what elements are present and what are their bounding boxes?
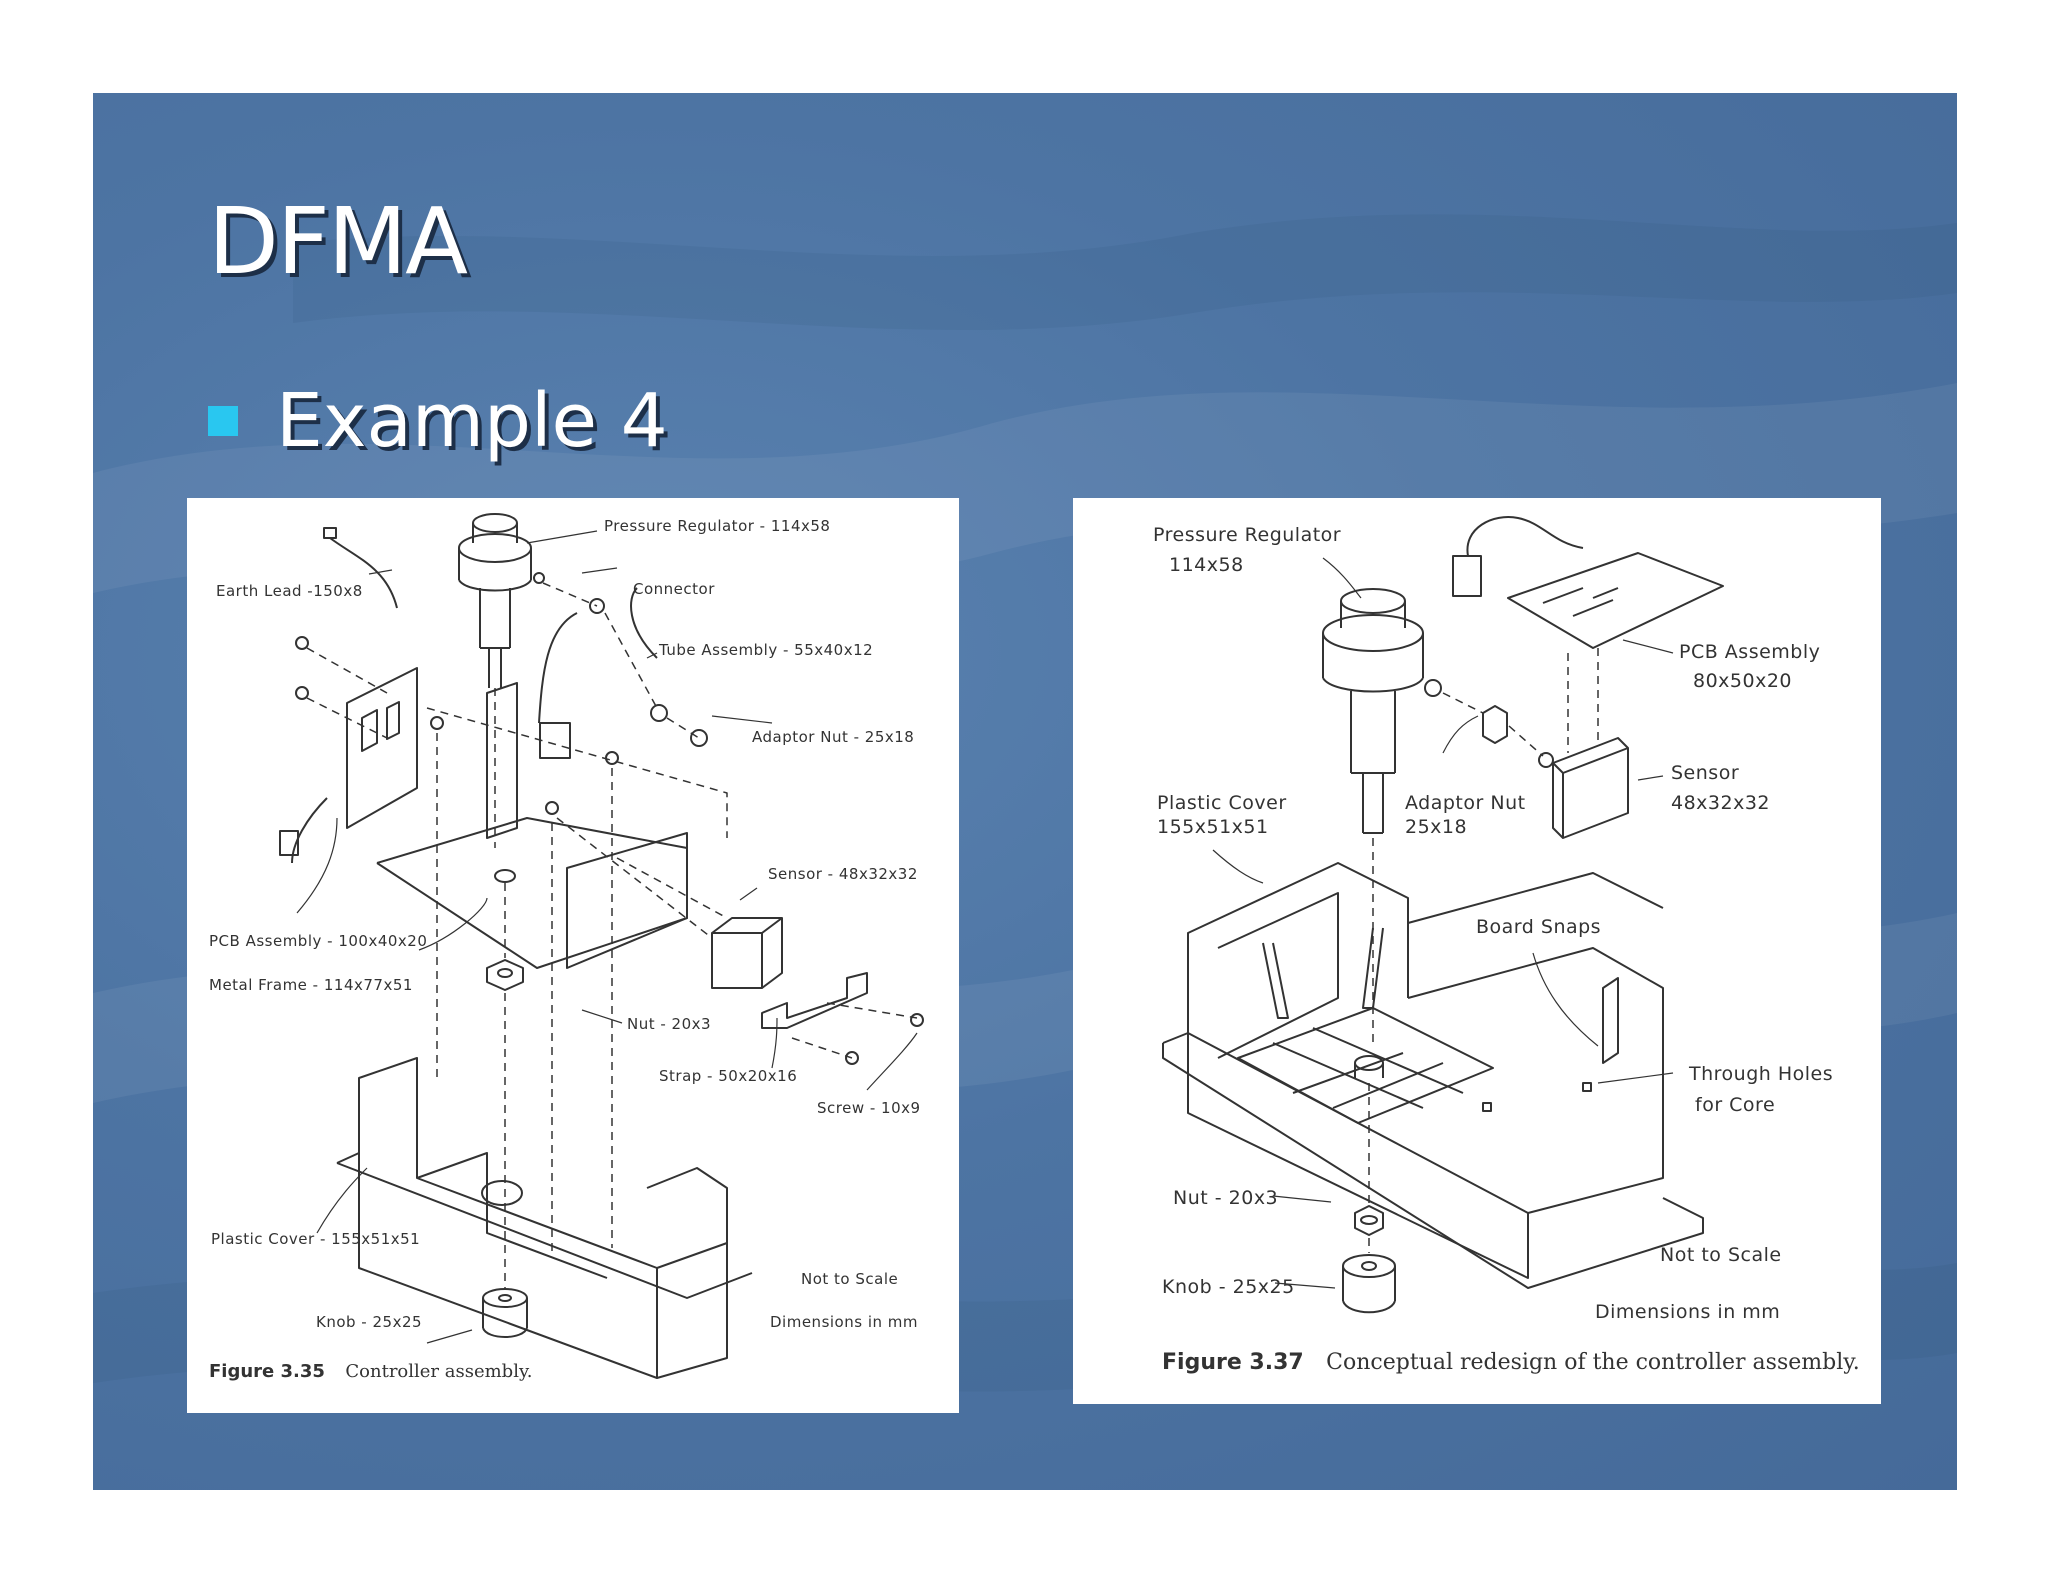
bullet-text: Example 4	[276, 378, 668, 464]
figure-conceptual-redesign: Pressure Regulator 114x58 PCB Assembly 8…	[1073, 498, 1881, 1404]
slide: DFMA Example 4	[93, 93, 1957, 1490]
label-adaptor-nut: Adaptor Nut	[1405, 792, 1526, 814]
label-sensor-dim: 48x32x32	[1671, 792, 1771, 814]
figure-controller-assembly: Pressure Regulator - 114x58 Earth Lead -…	[187, 498, 959, 1413]
label-screw: Screw - 10x9	[817, 1099, 921, 1117]
label-pcb-assembly-dim: 80x50x20	[1693, 670, 1793, 692]
bullet-marker-icon	[208, 406, 238, 436]
label-knob: Knob - 25x25	[316, 1313, 423, 1331]
label-not-to-scale: Not to Scale	[1660, 1244, 1782, 1266]
label-sensor: Sensor - 48x32x32	[768, 865, 918, 883]
label-pressure-regulator-dim: 114x58	[1169, 554, 1244, 576]
caption-figure-number: Figure 3.37	[1162, 1350, 1304, 1375]
label-plastic-cover: Plastic Cover - 155x51x51	[211, 1230, 421, 1248]
label-pcb-assembly: PCB Assembly	[1679, 641, 1821, 663]
label-pressure-regulator: Pressure Regulator	[1153, 524, 1342, 546]
label-metal-frame: Metal Frame - 114x77x51	[209, 976, 413, 994]
label-adaptor-nut: Adaptor Nut - 25x18	[752, 728, 915, 746]
label-pressure-regulator: Pressure Regulator - 114x58	[604, 517, 831, 535]
label-pcb-assembly: PCB Assembly - 100x40x20	[209, 932, 428, 950]
label-dimensions: Dimensions in mm	[770, 1313, 918, 1331]
redesign-assembly-drawing	[1162, 516, 1724, 1314]
caption-figure-number: Figure 3.35	[209, 1361, 325, 1382]
label-tube-assembly: Tube Assembly - 55x40x12	[659, 641, 874, 659]
label-adaptor-nut-dim: 25x18	[1405, 816, 1468, 838]
label-knob: Knob - 25x25	[1162, 1276, 1295, 1298]
label-nut: Nut - 20x3	[627, 1015, 712, 1033]
label-strap: Strap - 50x20x16	[659, 1067, 798, 1085]
label-plastic-cover: Plastic Cover	[1157, 792, 1287, 814]
label-nut: Nut - 20x3	[1173, 1187, 1279, 1209]
label-through-holes: Through Holes	[1689, 1063, 1834, 1085]
label-connector: Connector	[633, 580, 715, 598]
figure-caption: Figure 3.35 Controller assembly.	[209, 1361, 532, 1382]
bullet-item: Example 4	[208, 378, 668, 464]
label-board-snaps: Board Snaps	[1476, 916, 1602, 938]
label-earth-lead: Earth Lead -150x8	[216, 582, 363, 600]
slide-title: DFMA	[208, 188, 468, 295]
label-dimensions: Dimensions in mm	[1595, 1301, 1781, 1323]
caption-text: Conceptual redesign of the controller as…	[1326, 1350, 1860, 1375]
figure-caption: Figure 3.37 Conceptual redesign of the c…	[1162, 1350, 1860, 1375]
label-plastic-cover-dim: 155x51x51	[1157, 816, 1269, 838]
caption-text: Controller assembly.	[345, 1361, 533, 1382]
label-sensor: Sensor	[1671, 762, 1740, 784]
label-through-holes-2: for Core	[1695, 1094, 1776, 1116]
label-not-to-scale: Not to Scale	[801, 1270, 899, 1288]
exploded-assembly-drawing	[279, 513, 924, 1379]
